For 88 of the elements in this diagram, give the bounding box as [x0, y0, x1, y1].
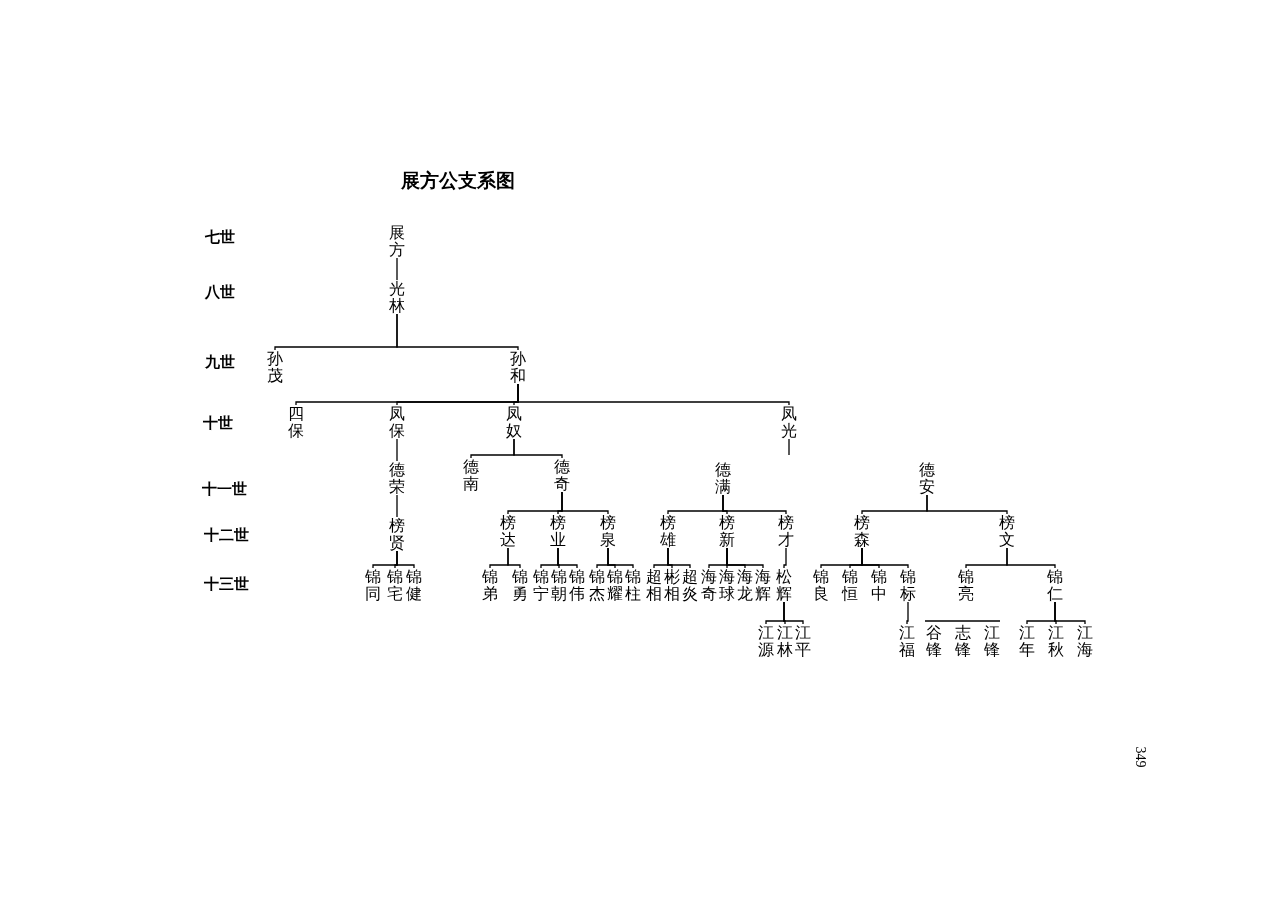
person-name: 江平 — [794, 624, 812, 658]
branch-line — [783, 547, 787, 569]
branch-line — [607, 547, 634, 569]
branch-line — [507, 547, 521, 569]
branch-line — [906, 601, 909, 625]
person-name: 德安 — [918, 461, 936, 495]
person-name: 锦恒 — [841, 568, 859, 602]
person-name: 光林 — [388, 280, 406, 314]
diagram-title: 展方公支系图 — [401, 168, 515, 193]
person-name: 锦良 — [812, 568, 830, 602]
generation-label: 九世 — [205, 352, 235, 372]
person-name: 锦健 — [405, 568, 423, 602]
person-name: 松辉 — [775, 568, 793, 602]
person-name: 海球 — [718, 568, 736, 602]
branch-line — [1054, 601, 1086, 625]
branch-line — [557, 547, 578, 569]
person-name: 榜贤 — [388, 517, 406, 551]
person-name: 江福 — [898, 624, 916, 658]
person-name: 江锋 — [983, 624, 1001, 658]
person-name: 锦中 — [870, 568, 888, 602]
branch-line — [396, 438, 398, 462]
branch-line — [861, 547, 909, 569]
branch-line — [722, 494, 787, 515]
person-name: 锦亮 — [957, 568, 975, 602]
person-name: 榜文 — [998, 514, 1016, 548]
generation-label: 十一世 — [201, 479, 247, 499]
person-name: 锦伟 — [568, 568, 586, 602]
person-name: 江秋 — [1047, 624, 1065, 658]
person-name: 超相 — [645, 568, 663, 602]
person-name: 锦耀 — [606, 568, 624, 602]
person-name: 锦朝 — [550, 568, 568, 602]
person-name: 锦弟 — [481, 568, 499, 602]
branch-line — [788, 438, 790, 456]
person-name: 凤保 — [388, 405, 406, 439]
person-name: 海奇 — [700, 568, 718, 602]
person-name: 德荣 — [388, 461, 406, 495]
person-name: 彬相 — [663, 568, 681, 602]
person-name: 德奇 — [553, 458, 571, 492]
person-name: 锦宁 — [532, 568, 550, 602]
person-name: 榜达 — [499, 514, 517, 548]
branch-line — [396, 313, 519, 351]
person-name: 锦标 — [899, 568, 917, 602]
person-name: 超炎 — [681, 568, 699, 602]
person-name: 锦勇 — [511, 568, 529, 602]
generation-label: 十二世 — [203, 525, 249, 545]
person-name: 展方 — [388, 224, 406, 258]
person-name: 志锋 — [954, 624, 972, 658]
person-name: 四保 — [287, 405, 305, 439]
person-name: 德南 — [462, 458, 480, 492]
person-name: 凤奴 — [505, 405, 523, 439]
person-name: 江年 — [1018, 624, 1036, 658]
person-name: 江源 — [757, 624, 775, 658]
person-name: 榜业 — [549, 514, 567, 548]
generation-label: 十三世 — [203, 574, 249, 594]
person-name: 凤光 — [780, 405, 798, 439]
branch-line — [517, 383, 790, 406]
person-name: 锦宅 — [386, 568, 404, 602]
page-number: 349 — [1132, 746, 1148, 768]
branch-line — [561, 491, 609, 515]
branch-line — [396, 550, 415, 569]
person-name: 海龙 — [736, 568, 754, 602]
person-name: 榜才 — [777, 514, 795, 548]
person-name: 海辉 — [754, 568, 772, 602]
person-name: 锦仁 — [1046, 568, 1064, 602]
person-name: 江林 — [776, 624, 794, 658]
person-name: 孙茂 — [266, 350, 284, 384]
person-name: 榜泉 — [599, 514, 617, 548]
branch-line — [783, 601, 804, 625]
person-name: 榜雄 — [659, 514, 677, 548]
generation-label: 八世 — [205, 282, 235, 302]
branch-line — [726, 547, 764, 569]
person-name: 锦杰 — [588, 568, 606, 602]
branch-line — [513, 438, 563, 459]
generation-label: 十世 — [203, 413, 233, 433]
branch-line — [667, 547, 691, 569]
person-name: 谷锋 — [925, 624, 943, 658]
person-name: 榜森 — [853, 514, 871, 548]
branch-line — [396, 494, 398, 518]
person-name: 德满 — [714, 461, 732, 495]
person-name: 榜新 — [718, 514, 736, 548]
person-name: 江海 — [1076, 624, 1094, 658]
branch-line — [926, 494, 1008, 515]
person-name: 锦同 — [364, 568, 382, 602]
generation-label: 七世 — [205, 227, 235, 247]
branch-line — [396, 257, 398, 281]
person-name: 锦柱 — [624, 568, 642, 602]
person-name: 孙和 — [509, 350, 527, 384]
branch-line — [1006, 547, 1056, 569]
